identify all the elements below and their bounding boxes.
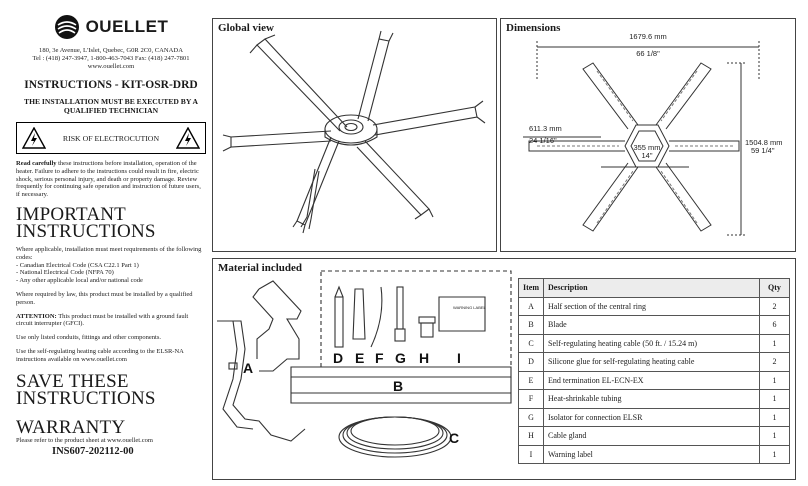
brand-name: OUELLET [85, 17, 169, 36]
width-in-label: 66 1/8" [636, 49, 660, 58]
save-instructions-heading: SAVE THESE INSTRUCTIONS [16, 370, 156, 409]
column-header-item: Item [518, 278, 544, 298]
label-g: G [395, 350, 406, 366]
width-mm-label: 1679.6 mm [629, 32, 667, 41]
high-voltage-warning-icon [175, 127, 200, 149]
codes-list: - Canadian Electrical Code (CSA C22.1 Pa… [16, 262, 206, 285]
table-row: A Half section of the central ring 2 [518, 296, 790, 316]
table-row: B Blade 6 [518, 315, 790, 335]
material-table: Item Description Qty A Half section of t… [518, 278, 790, 464]
table-row: D Silicone glue for self-regulating heat… [518, 352, 790, 372]
qualified-person-text: Where required by law, this product must… [16, 290, 193, 306]
panel-title: Material included [218, 262, 303, 274]
height-in-label: 59 1/4" [751, 146, 775, 155]
column-header-qty: Qty [759, 278, 790, 298]
listed-components-text: Use only listed conduits, fittings and o… [16, 334, 161, 342]
dimensions-panel: Dimensions 1679.6 mm [500, 18, 796, 252]
table-header-row: Item Description Qty [518, 278, 790, 298]
warning-card-text: WARNING LABEL [453, 305, 487, 310]
list-item: - Canadian Electrical Code (CSA C22.1 Pa… [16, 261, 139, 269]
table-row: C Self-regulating heating cable (50 ft. … [518, 333, 790, 353]
label-f: F [375, 350, 384, 366]
important-instructions-heading: IMPORTANT INSTRUCTIONS [16, 203, 156, 242]
label-h: H [419, 350, 429, 366]
height-mm-label: 1504.8 mm [745, 138, 783, 147]
electrocution-warning: RISK OF ELECTROCUTION [16, 122, 206, 154]
list-item: - Any other applicable local and/or nati… [16, 277, 143, 285]
warranty-text: Please refer to the product sheet at www… [16, 436, 153, 444]
document-number: INS607-202112-00 [52, 446, 134, 457]
panel-title: Global view [218, 22, 274, 34]
label-c: C [449, 430, 459, 446]
attention-text: ATTENTION: This product must be installe… [16, 312, 189, 328]
table-row: H Cable gland 1 [518, 426, 790, 446]
material-illustration: WARNING LABEL A B C D E F G H I [217, 270, 512, 458]
global-view-illustration [222, 30, 486, 234]
label-b: B [393, 378, 403, 394]
center-mm-label: 355 mm [633, 143, 660, 152]
brand-logo: OUELLET [16, 14, 206, 40]
label-a: A [243, 360, 253, 376]
dimensions-drawing: 1679.6 mm 66 1/8" 611.3 mm 24 1/16" 355 … [523, 32, 783, 236]
blade-in-label: 24 1/16" [529, 136, 557, 145]
list-item: - National Electrical Code (NFPA 70) [16, 269, 114, 277]
read-carefully-text: Read carefully these instructions before… [16, 160, 201, 199]
page-title: INSTRUCTIONS - KIT-OSR-DRD [24, 79, 198, 91]
label-i: I [457, 350, 461, 366]
table-row: F Heat-shrinkable tubing 1 [518, 389, 790, 409]
heating-cable-text: Use the self-regulating heating cable ac… [16, 347, 184, 363]
blade-mm-label: 611.3 mm [529, 124, 562, 133]
label-e: E [355, 350, 364, 366]
codes-section: Where applicable, installation must meet… [16, 246, 206, 285]
material-included-panel: Material included [212, 258, 796, 480]
high-voltage-warning-icon [22, 127, 46, 149]
center-in-label: 14" [641, 151, 652, 160]
column-header-description: Description [543, 278, 760, 298]
ouellet-logo-icon [54, 15, 79, 39]
table-row: E End termination EL-ECN-EX 1 [518, 370, 790, 390]
technician-notice: THE INSTALLATION MUST BE EXECUTED BY A Q… [24, 97, 198, 115]
global-view-panel: Global view [212, 18, 497, 252]
label-d: D [333, 350, 343, 366]
company-address: 180, 3e Avenue, L'Islet, Quebec, G0R 2C0… [32, 47, 190, 70]
table-row: G Isolator for connection ELSR 1 [518, 407, 790, 427]
panel-title: Dimensions [506, 22, 561, 34]
table-row: I Warning label 1 [518, 444, 790, 464]
left-column: OUELLET 180, 3e Avenue, L'Islet, Quebec,… [16, 12, 206, 482]
warranty-heading: WARRANTY [16, 416, 126, 438]
